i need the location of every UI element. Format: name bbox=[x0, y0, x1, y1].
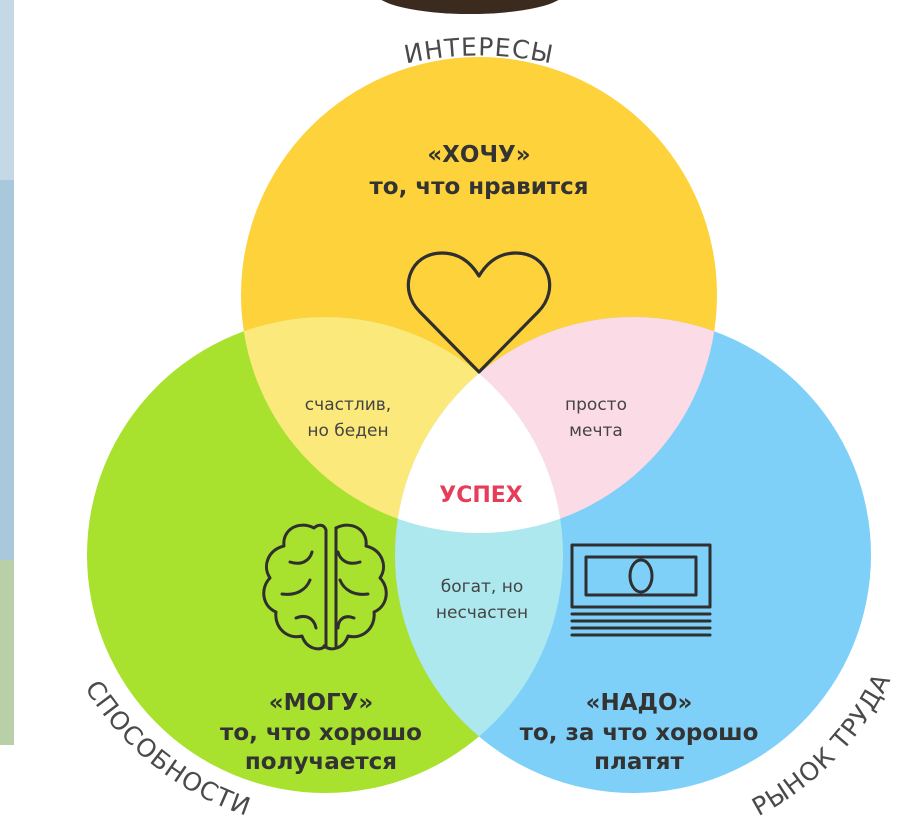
dream-line1: просто bbox=[565, 395, 627, 415]
market-subtitle-1: то, за что хорошо bbox=[520, 720, 759, 746]
abilities-subtitle-2: получается bbox=[245, 749, 397, 775]
market-subtitle-2: платят bbox=[594, 749, 684, 775]
abilities-subtitle-1: то, что хорошо bbox=[220, 720, 422, 746]
happy-poor-line1: счастлив, bbox=[305, 395, 391, 415]
happy-poor-line2: но беден bbox=[307, 421, 388, 441]
interests-heading: «ХОЧУ» bbox=[427, 142, 530, 168]
overlap-success bbox=[395, 317, 563, 533]
rich-unhappy-line2: несчастен bbox=[436, 603, 528, 623]
top-photo-fragment bbox=[381, 0, 559, 14]
background-photo-edge bbox=[0, 0, 14, 745]
money-icon bbox=[570, 543, 712, 637]
interests-subtitle: то, что нравится bbox=[369, 174, 588, 200]
heart-icon bbox=[406, 251, 552, 374]
market-heading: «НАДО» bbox=[586, 690, 693, 716]
rich-unhappy-line1: богат, но bbox=[441, 577, 523, 597]
brain-icon bbox=[262, 523, 388, 651]
dream-line2: мечта bbox=[569, 421, 623, 441]
success-label: УСПЕХ bbox=[439, 483, 523, 508]
abilities-heading: «МОГУ» bbox=[269, 690, 374, 716]
